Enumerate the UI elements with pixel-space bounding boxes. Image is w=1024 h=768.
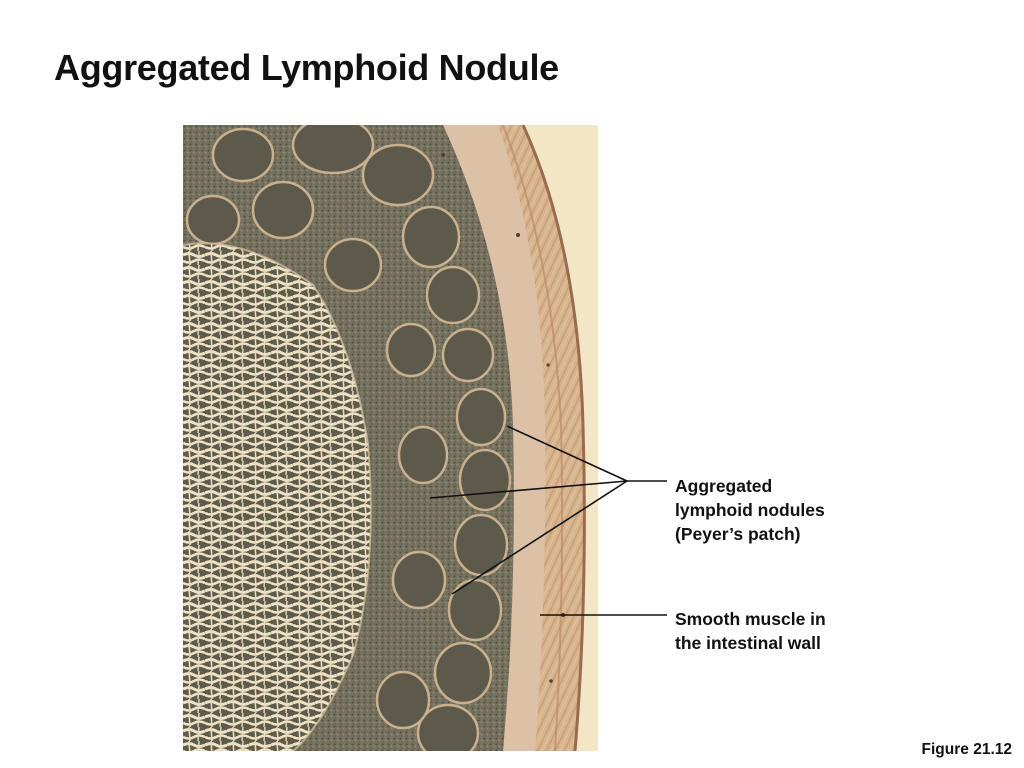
label-smooth-muscle: Smooth muscle in the intestinal wall [675, 607, 826, 655]
label-peyers-line-3: (Peyer’s patch) [675, 524, 801, 544]
label-muscle-line-1: Smooth muscle in [675, 609, 826, 629]
label-muscle-line-2: the intestinal wall [675, 633, 821, 653]
slide-title: Aggregated Lymphoid Nodule [54, 47, 559, 88]
label-peyers-line-1: Aggregated [675, 476, 773, 496]
label-peyers-patch: Aggregated lymphoid nodules (Peyer’s pat… [675, 474, 825, 546]
micrograph-image [183, 125, 598, 751]
label-peyers-line-2: lymphoid nodules [675, 500, 825, 520]
figure-number: Figure 21.12 [921, 741, 1012, 758]
